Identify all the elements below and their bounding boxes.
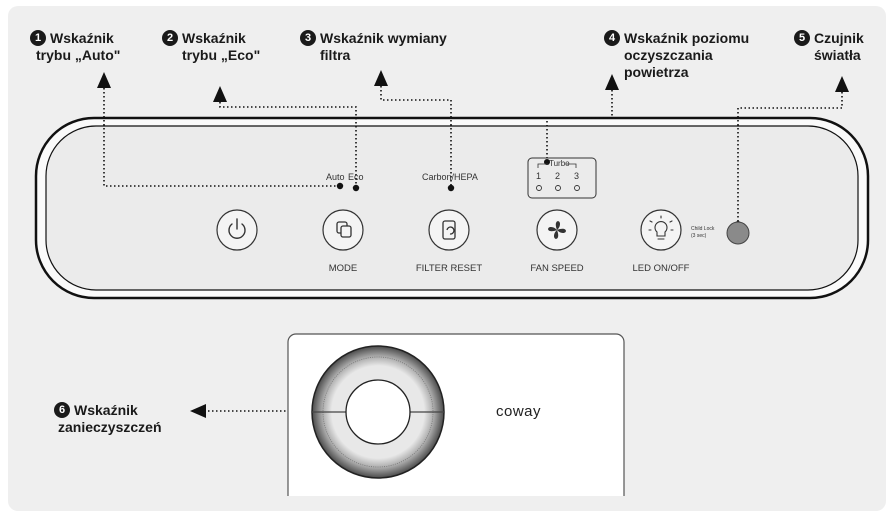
leader-fan-level	[546, 90, 613, 162]
callout-fan-level: 4 Wskaźnik poziomu oczyszczania powietrz…	[604, 30, 749, 81]
callout-text: Czujnik	[814, 30, 864, 46]
fan-icon	[548, 221, 566, 239]
led-button-label: LED ON/OFF	[632, 263, 690, 274]
filter-reset-button[interactable]	[428, 209, 470, 251]
callout-text: trybu „Auto"	[36, 47, 121, 63]
turbo-bracket	[537, 163, 577, 168]
eco-indicator-label: Eco	[348, 172, 364, 182]
auto-indicator-label: Auto	[326, 172, 345, 182]
power-button[interactable]	[216, 209, 258, 251]
leader-eco	[219, 102, 357, 188]
fan-level-leds	[536, 185, 580, 191]
callout-text: Wskaźnik	[50, 30, 114, 46]
fan-speed-button-label: FAN SPEED	[530, 263, 584, 274]
callout-filter: 3 Wskaźnik wymiany filtra	[300, 30, 447, 64]
filter-reset-icon	[442, 220, 456, 240]
brand-logo: coway	[496, 403, 542, 420]
led-button[interactable]	[640, 209, 682, 251]
callout-text: zanieczyszczeń	[58, 419, 162, 435]
callout-number: 3	[300, 30, 316, 46]
arrow-heads	[97, 70, 849, 418]
callout-auto: 1 Wskaźnik trybu „Auto"	[30, 30, 120, 64]
leader-light-sensor	[737, 92, 843, 224]
callout-text: oczyszczania	[624, 47, 713, 63]
child-lock-time-label: (3 sec)	[691, 233, 707, 239]
arrow-2	[213, 86, 227, 102]
mode-icon	[336, 221, 352, 238]
callout-number: 2	[162, 30, 178, 46]
callout-number: 6	[54, 402, 70, 418]
arrow-1	[97, 72, 111, 88]
callout-text: Wskaźnik	[74, 402, 138, 418]
callout-text: powietrza	[624, 64, 689, 80]
fan-level-box	[527, 157, 597, 199]
leader-filter	[380, 86, 452, 188]
callout-number: 1	[30, 30, 46, 46]
callout-text: Wskaźnik	[182, 30, 246, 46]
child-lock-label: Child Lock	[691, 226, 715, 232]
callout-number: 5	[794, 30, 810, 46]
power-icon	[228, 218, 246, 239]
turbo-label: Turbo	[549, 159, 570, 168]
mode-button-label: MODE	[328, 263, 358, 274]
arrow-4	[605, 74, 619, 90]
arrow-6	[190, 404, 206, 418]
callout-text: filtra	[320, 47, 351, 63]
fan-level-3-label: 3	[574, 171, 580, 181]
callout-pollution: 6 Wskaźnik zanieczyszczeń	[54, 402, 162, 436]
callout-text: Wskaźnik poziomu	[624, 30, 750, 46]
arrow-5	[835, 76, 849, 92]
filter-type-label: Carbon/HEPA	[422, 172, 478, 182]
bulb-icon	[648, 215, 674, 240]
callout-text: światła	[814, 47, 861, 63]
fan-level-1-label: 1	[536, 171, 542, 181]
pollution-center	[345, 379, 411, 445]
callout-light-sensor: 5 Czujnik światła	[794, 30, 864, 64]
fan-level-2-label: 2	[555, 171, 561, 181]
leader-lines	[103, 86, 843, 412]
callout-number: 4	[604, 30, 620, 46]
callout-text: Wskaźnik wymiany	[320, 30, 447, 46]
filter-reset-button-label: FILTER RESET	[415, 263, 483, 274]
arrow-3	[374, 70, 388, 86]
callout-text: trybu „Eco"	[182, 47, 261, 63]
leader-auto	[103, 88, 340, 187]
callout-eco: 2 Wskaźnik trybu „Eco"	[162, 30, 260, 64]
light-sensor	[726, 221, 750, 245]
